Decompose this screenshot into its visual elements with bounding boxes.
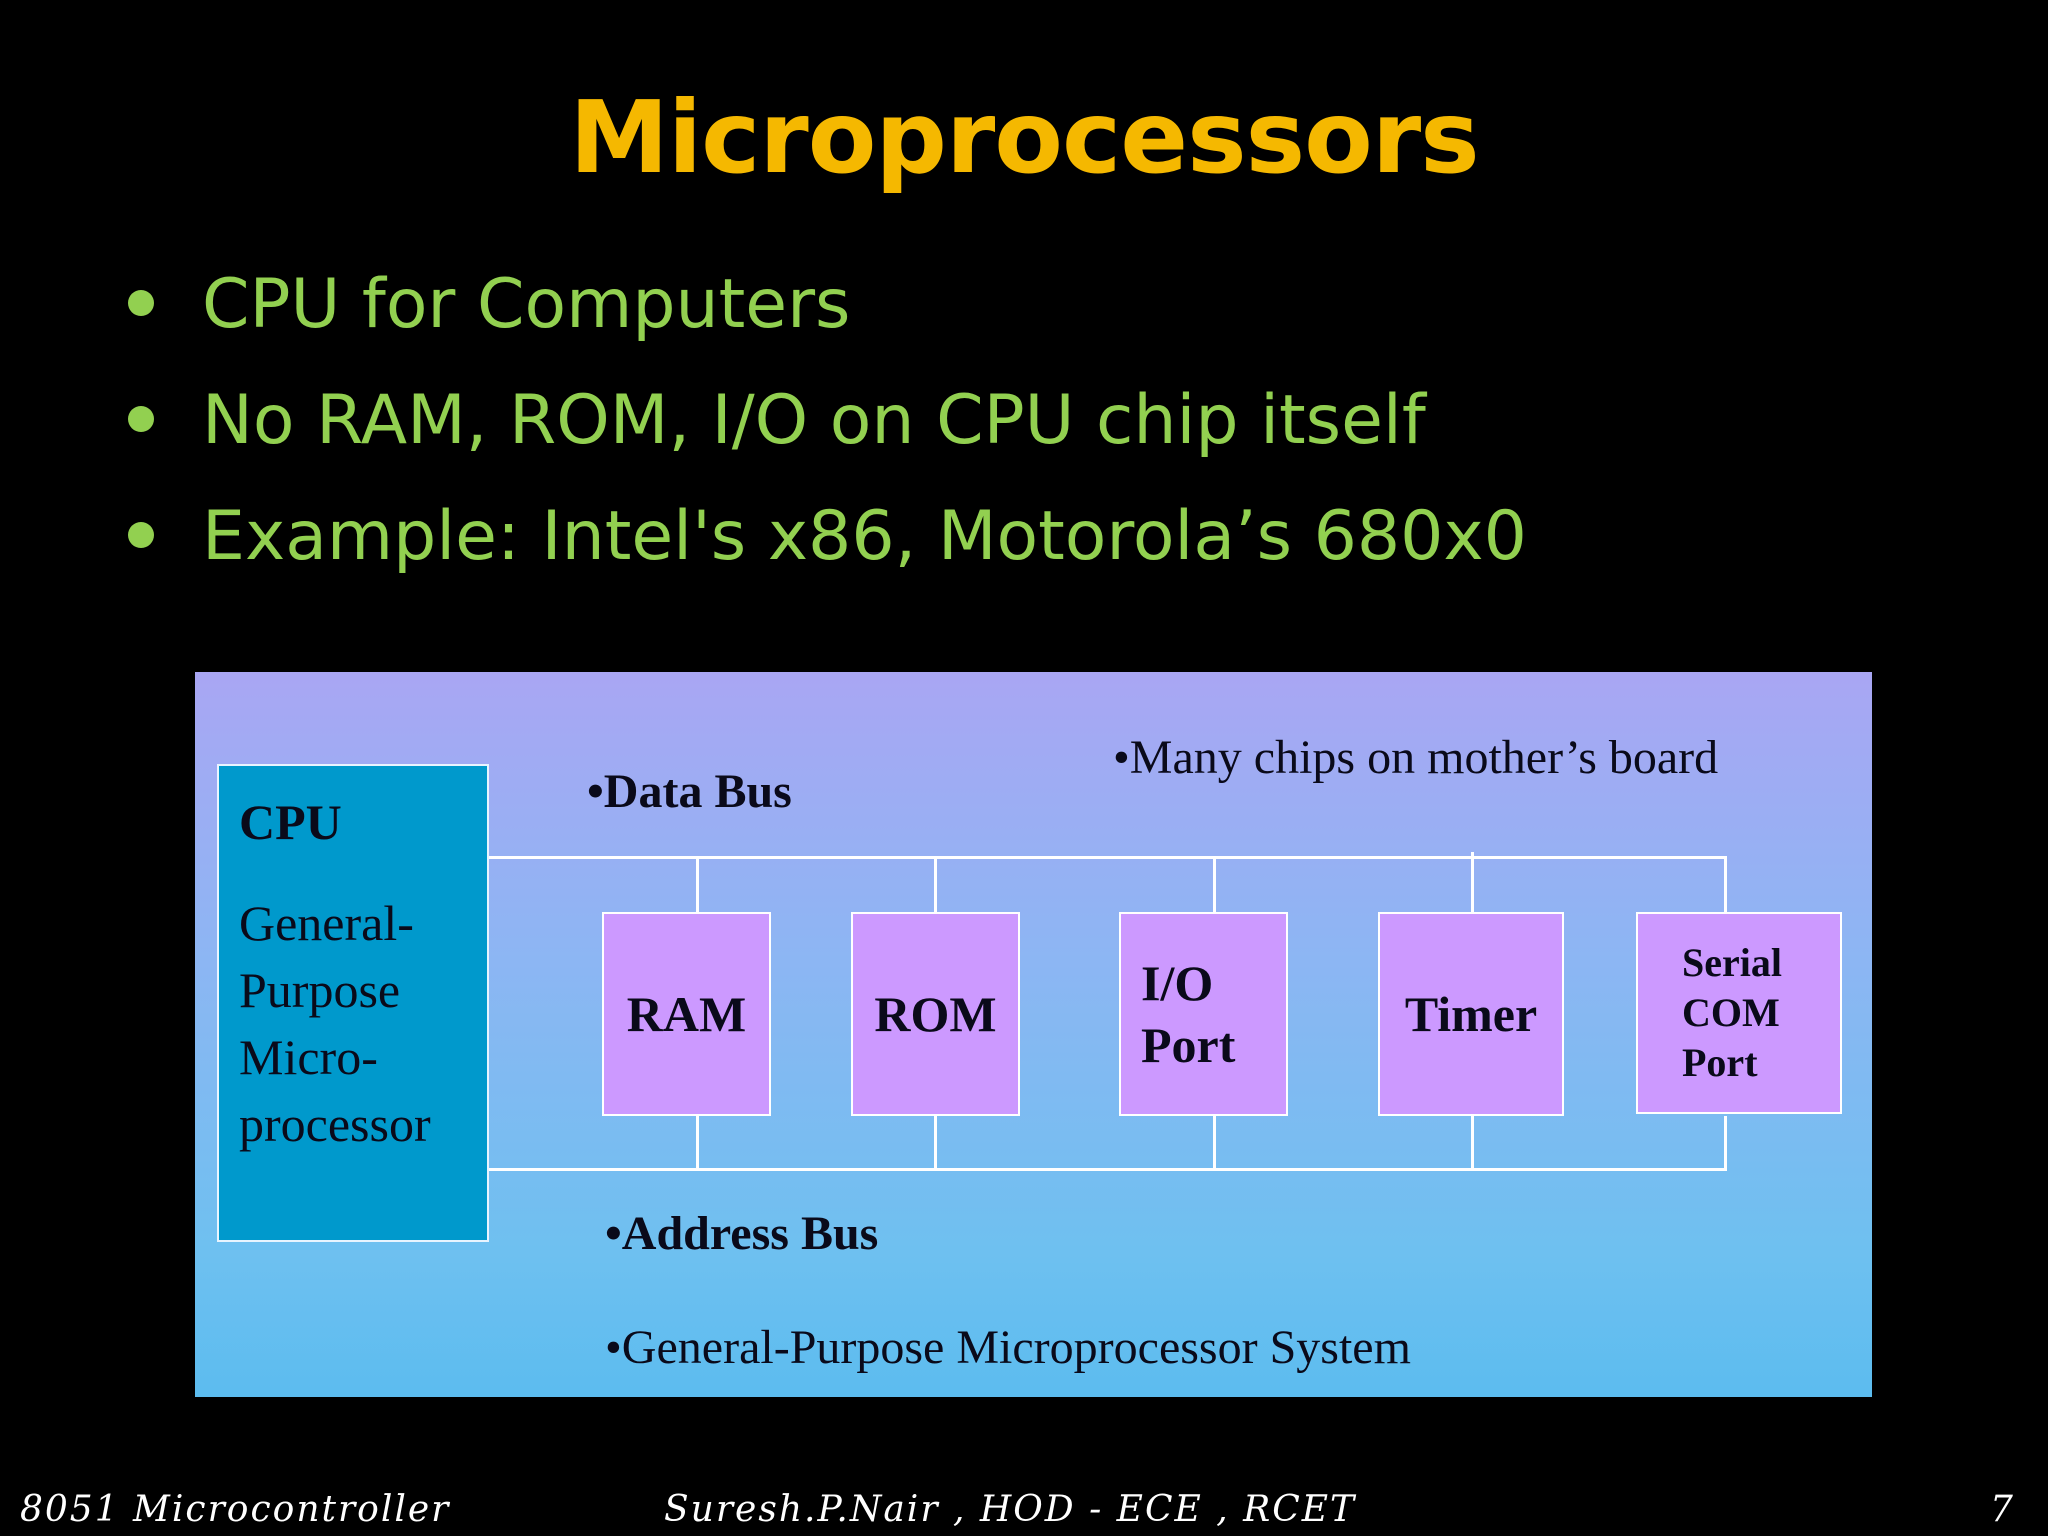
rom-label: ROM: [874, 986, 997, 1042]
timer-address-connector: [1471, 1116, 1474, 1171]
system-caption: •General-Purpose Microprocessor System: [605, 1321, 1411, 1374]
io-port-chip: I/O Port: [1119, 912, 1288, 1116]
ram-label: RAM: [626, 986, 747, 1042]
serial-com-port-label: Serial COM Port: [1638, 914, 1840, 1112]
serial-com-port-chip: Serial COM Port: [1636, 912, 1842, 1114]
data-bus-label: •Data Bus: [587, 765, 792, 818]
io-port-label: I/O Port: [1121, 914, 1286, 1114]
timer-label: Timer: [1404, 986, 1538, 1042]
address-bus-label: •Address Bus: [605, 1207, 879, 1260]
slide-title: Microprocessors: [569, 79, 1479, 196]
address-bus-line: [489, 1168, 1727, 1171]
io-port-label-line: Port: [1141, 1017, 1236, 1073]
bullet-dot-icon: [128, 290, 154, 316]
ram-address-connector: [696, 1116, 699, 1171]
footer-author: Suresh.P.Nair , HOD - ECE , RCET: [664, 1489, 1357, 1530]
cpu-description: General- Purpose Micro- processor: [239, 890, 489, 1158]
serial-com-port-label-line: Port: [1682, 1040, 1758, 1085]
cpu-title: CPU: [239, 794, 342, 850]
cpu-description-line: Micro-: [239, 1029, 378, 1085]
cpu-description-line: Purpose: [239, 962, 401, 1018]
ram-data-connector: [696, 856, 699, 912]
bullet-list: CPU for Computers No RAM, ROM, I/O on CP…: [128, 260, 1928, 608]
board-note: •Many chips on mother’s board: [1113, 731, 1719, 784]
rom-chip: ROM: [851, 912, 1020, 1116]
ram-chip: RAM: [602, 912, 771, 1116]
bullet-item: No RAM, ROM, I/O on CPU chip itself: [128, 376, 1928, 492]
bus-end-connector: [1724, 856, 1727, 912]
serial-com-port-label-line: COM: [1682, 990, 1780, 1035]
timer-data-connector: [1471, 852, 1474, 912]
bullet-text: No RAM, ROM, I/O on CPU chip itself: [202, 381, 1426, 460]
cpu-box: CPU General- Purpose Micro- processor: [217, 764, 489, 1242]
cpu-description-line: processor: [239, 1096, 431, 1152]
timer-chip: Timer: [1378, 912, 1564, 1116]
bullet-text: CPU for Computers: [202, 265, 851, 344]
data-bus-line: [489, 856, 1727, 859]
rom-data-connector: [934, 856, 937, 912]
bullet-text: Example: Intel's x86, Motorola’s 680x0: [202, 497, 1527, 576]
cpu-description-line: General-: [239, 895, 414, 951]
footer-course-title: 8051 Microcontroller: [20, 1489, 451, 1530]
bullet-dot-icon: [128, 406, 154, 432]
rom-address-connector: [934, 1116, 937, 1171]
serial-com-port-label-line: Serial: [1682, 940, 1782, 985]
bullet-item: CPU for Computers: [128, 260, 1928, 376]
bullet-dot-icon: [128, 522, 154, 548]
bullet-item: Example: Intel's x86, Motorola’s 680x0: [128, 492, 1928, 608]
bus-end-connector: [1724, 1116, 1727, 1171]
io-data-connector: [1213, 856, 1216, 912]
footer-page-number: 7: [1990, 1489, 2015, 1530]
io-address-connector: [1213, 1116, 1216, 1171]
microprocessor-system-diagram: CPU General- Purpose Micro- processor RA…: [195, 672, 1872, 1397]
io-port-label-line: I/O: [1141, 955, 1214, 1011]
